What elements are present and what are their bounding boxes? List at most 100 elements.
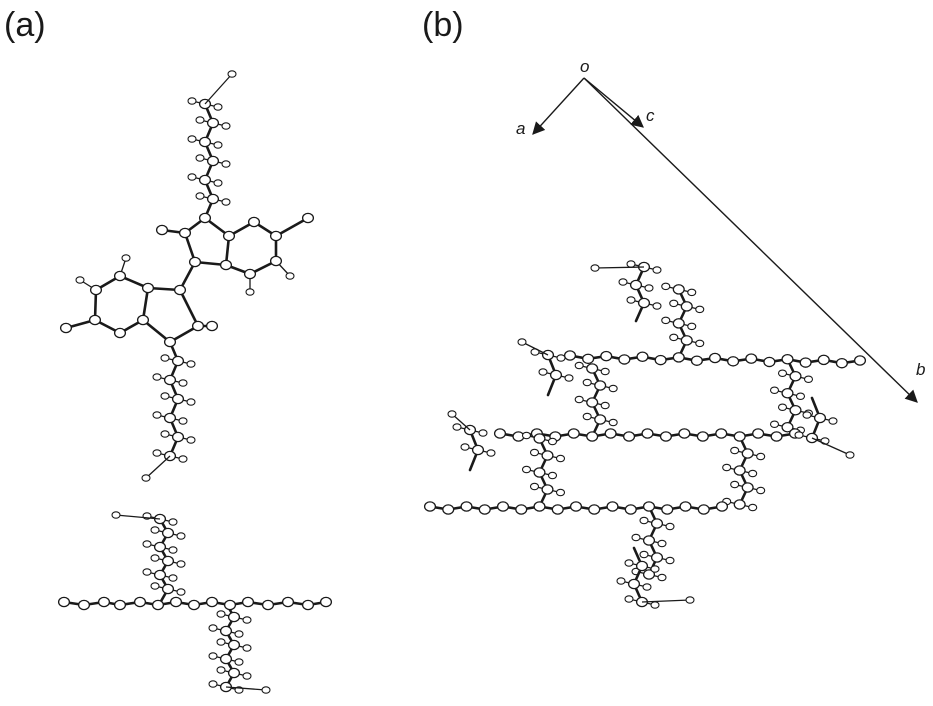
unit-cell-axes: o a c b xyxy=(516,57,925,403)
hydrogen-atom xyxy=(187,173,197,181)
hydrogen-atom xyxy=(216,638,226,646)
carbon-atom xyxy=(442,504,455,515)
hydrogen-atom xyxy=(722,463,732,472)
carbon-atom xyxy=(163,374,177,386)
carbon-atom xyxy=(161,583,175,595)
hydrogen-atom xyxy=(213,141,223,149)
hydrogen-atom xyxy=(176,532,186,540)
molecule-side-view xyxy=(57,511,333,694)
hydrogen-atom xyxy=(730,480,740,489)
axis-a-label: a xyxy=(516,119,525,138)
oxygen-atom xyxy=(319,596,333,608)
carbon-atom xyxy=(227,667,241,679)
hydrogen-atom xyxy=(168,518,178,526)
bond-h xyxy=(594,266,645,269)
carbon-atom xyxy=(781,387,794,399)
hydrogen-atom xyxy=(168,574,178,582)
hydrogen-atom xyxy=(669,333,679,342)
hydrogen-atom xyxy=(160,354,170,362)
oxygen-atom xyxy=(690,355,703,366)
oxygen-atom xyxy=(588,504,601,515)
carbon-atom xyxy=(604,428,617,439)
carbon-atom xyxy=(586,431,599,442)
oxygen-atom xyxy=(623,431,636,442)
carbon-atom xyxy=(817,354,830,366)
carbon-atom xyxy=(654,354,667,366)
carbon-atom xyxy=(642,535,656,546)
hydrogen-atom xyxy=(794,431,804,439)
hydrogen-atom xyxy=(216,666,226,674)
carbon-atom xyxy=(541,484,554,495)
oxygen-atom xyxy=(205,320,219,332)
hydrogen-atom xyxy=(150,554,160,562)
carbon-atom xyxy=(171,393,185,405)
hydrogen-atom xyxy=(150,582,160,590)
hydrogen-atom xyxy=(556,354,566,362)
carbon-atom xyxy=(222,230,236,242)
carbon-atom xyxy=(741,448,754,459)
carbon-atom xyxy=(241,596,255,608)
carbon-atom xyxy=(161,527,175,539)
hydrogen-atom xyxy=(639,516,649,525)
carbon-atom xyxy=(618,354,631,365)
nitrogen-atom xyxy=(567,428,580,439)
hydrogen-atom xyxy=(150,526,160,534)
hydrogen-atom xyxy=(186,360,196,368)
hydrogen-atom xyxy=(590,264,600,272)
hydrogen-atom xyxy=(600,367,610,376)
carbon-atom xyxy=(219,259,233,271)
carbon-atom xyxy=(641,428,654,439)
hydrogen-atom xyxy=(529,448,540,457)
hydrogen-atom xyxy=(521,465,532,474)
hydrogen-atom xyxy=(234,630,244,638)
hydrogen-atom xyxy=(208,652,218,660)
hydrogen-atom xyxy=(695,339,705,348)
carbon-atom xyxy=(650,518,664,529)
hydrogen-atom xyxy=(769,386,780,394)
nitrogen-atom xyxy=(261,599,275,611)
oxygen-atom xyxy=(727,356,740,367)
bond xyxy=(274,216,310,238)
bond xyxy=(178,288,200,328)
carbon-atom xyxy=(745,353,758,364)
hydrogen-atom xyxy=(186,436,196,444)
hydrogen-atom xyxy=(748,503,758,512)
oxygen-atom xyxy=(563,350,577,361)
hydrogen-atom xyxy=(652,266,662,274)
carbon-atom xyxy=(600,350,613,362)
hydrogen-atom xyxy=(657,539,667,548)
hydrogen-atom xyxy=(529,482,540,491)
hydrogen-atom xyxy=(795,392,806,400)
hydrogen-atom xyxy=(756,486,766,495)
oxygen-atom xyxy=(493,428,507,439)
hydrogen-atom xyxy=(828,417,838,425)
carbon-atom xyxy=(133,596,147,608)
oxygen-atom xyxy=(57,596,71,608)
hydrogen-atom xyxy=(452,423,462,431)
carbon-atom xyxy=(113,270,127,282)
carbon-atom xyxy=(153,541,167,553)
hydrogen-atom xyxy=(777,369,788,377)
nitrogen-atom xyxy=(781,353,794,365)
carbon-atom xyxy=(708,352,722,364)
hydrogen-atom xyxy=(687,322,697,331)
crystal-packing-view xyxy=(423,260,867,609)
carbon-atom xyxy=(752,428,765,439)
carbon-atom xyxy=(624,504,637,515)
hydrogen-atom xyxy=(216,610,226,618)
carbon-atom xyxy=(627,578,641,590)
carbon-atom xyxy=(672,352,685,363)
hydrogen-atom xyxy=(213,103,223,111)
bond-h xyxy=(225,686,267,691)
carbon-atom xyxy=(763,356,776,368)
carbon-atom xyxy=(206,117,220,129)
hydrogen-atom xyxy=(624,559,634,567)
oxygen-atom xyxy=(715,501,729,512)
hydrogen-atom xyxy=(152,449,162,457)
carbon-atom xyxy=(141,282,155,294)
hydrogen-atom xyxy=(574,361,584,370)
hydrogen-atom xyxy=(486,449,496,457)
carbon-atom xyxy=(161,555,175,567)
carbon-atom xyxy=(642,569,656,580)
carbon-atom xyxy=(219,653,233,665)
